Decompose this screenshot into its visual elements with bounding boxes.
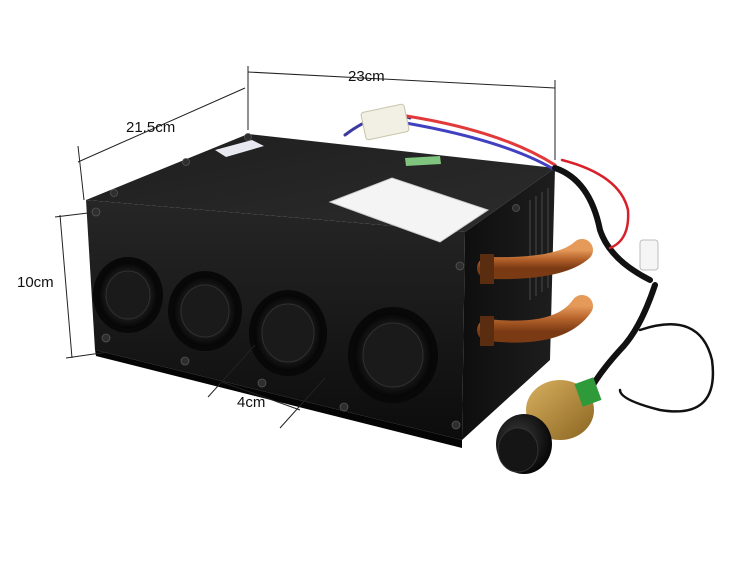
outlet-3 bbox=[249, 290, 327, 376]
outlet-dimension-label: 4cm bbox=[237, 394, 266, 411]
screws bbox=[91, 133, 520, 430]
height-dimension-label: 10cm bbox=[17, 274, 54, 291]
wiring bbox=[343, 113, 715, 413]
product-label-sticker bbox=[328, 177, 490, 243]
dimension-lines bbox=[54, 66, 556, 429]
width-dimension-label: 23cm bbox=[348, 68, 385, 85]
air-outlets bbox=[93, 257, 438, 403]
small-sticker bbox=[215, 140, 264, 157]
depth-dimension-label: 21.5cm bbox=[126, 119, 176, 136]
speed-switch bbox=[496, 377, 602, 474]
outlet-4 bbox=[348, 307, 438, 403]
copper-pipes bbox=[477, 239, 593, 346]
green-sticker bbox=[405, 156, 441, 166]
wire-connector bbox=[360, 103, 659, 271]
outlet-1 bbox=[93, 257, 163, 333]
housing-lip bbox=[95, 350, 462, 448]
outlet-2 bbox=[168, 271, 242, 351]
housing-side bbox=[462, 168, 555, 440]
